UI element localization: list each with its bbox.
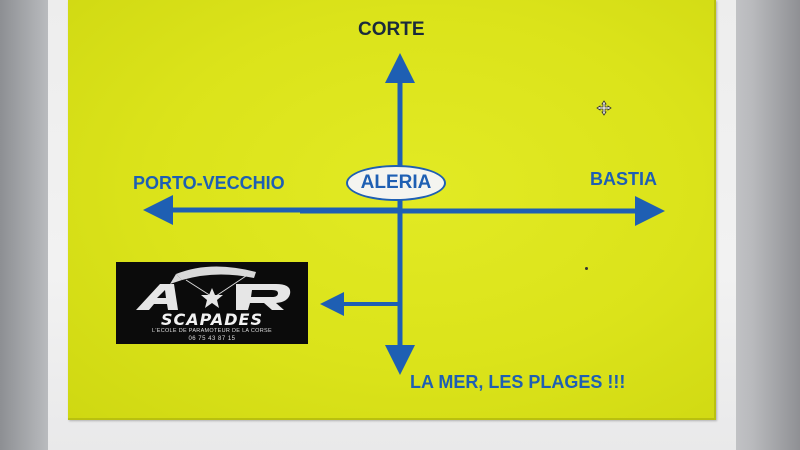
logo-tagline: L'ECOLE DE PARAMOTEUR DE LA CORSE — [152, 328, 272, 334]
paraglider-emblem — [136, 266, 291, 310]
logo-phone: 06 75 43 87 15 — [188, 336, 236, 342]
stray-dot — [585, 267, 588, 270]
label-aleria: ALERIA — [360, 172, 432, 193]
paramotor-school-logo: SCAPADES L'ECOLE DE PARAMOTEUR DE LA COR… — [116, 262, 308, 344]
move-cursor-icon — [596, 100, 612, 116]
center-location-badge: ALERIA — [346, 165, 446, 201]
label-bastia: BASTIA — [590, 169, 657, 189]
label-corte: CORTE — [358, 19, 425, 40]
label-la-mer: LA MER, LES PLAGES !!! — [410, 372, 626, 392]
label-porto-vecchio: PORTO-VECCHIO — [133, 173, 285, 193]
logo-brand: SCAPADES — [160, 310, 264, 329]
